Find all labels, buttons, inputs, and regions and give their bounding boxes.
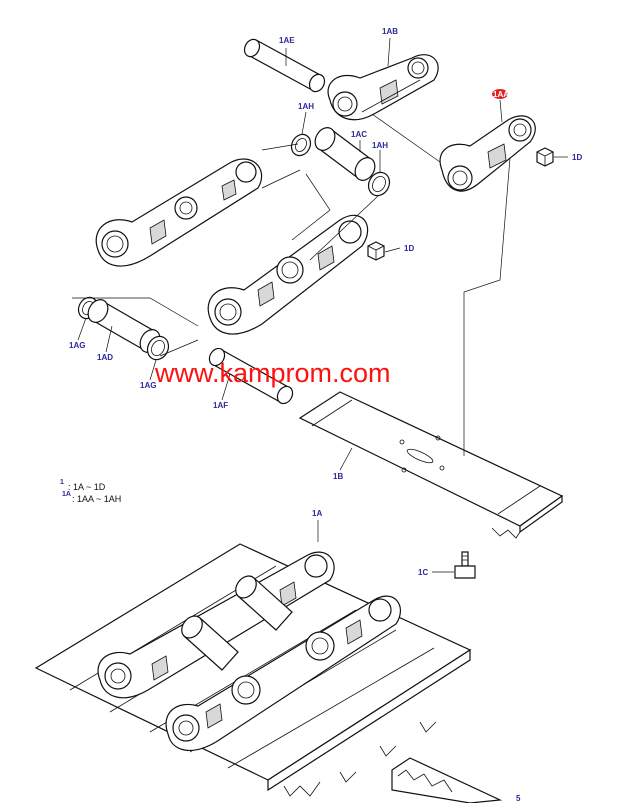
legend-row1-num: 1 <box>60 479 64 486</box>
callout-1ab: 1AB <box>382 27 398 36</box>
seal-1ag-bottom[interactable] <box>144 333 173 364</box>
track-shoe-1b[interactable] <box>298 391 564 539</box>
legend-row2-text: : 1AA ~ 1AH <box>72 494 121 504</box>
legend-row2-num: 1A <box>62 491 71 498</box>
callout-1ah-left: 1AH <box>298 102 314 111</box>
watermark: www.kamprom.com <box>154 358 391 388</box>
callout-1d-mid: 1D <box>404 244 414 253</box>
callout-1c: 1C <box>418 568 428 577</box>
nut-1d-top[interactable] <box>536 147 554 167</box>
callout-1a: 1A <box>312 509 322 518</box>
callout-1aa: 1AA <box>493 90 509 99</box>
callout-1ac: 1AC <box>351 130 367 139</box>
nut-1d-mid[interactable] <box>367 241 385 261</box>
callout-1ad: 1AD <box>97 353 113 362</box>
link-1ab[interactable] <box>327 54 439 121</box>
callout-1ah-right: 1AH <box>372 141 388 150</box>
pin-1af[interactable] <box>206 346 295 407</box>
leader-lines <box>72 37 568 573</box>
callout-5: 5 <box>516 794 521 803</box>
callout-1b: 1B <box>333 472 343 481</box>
legend: 1 : 1A ~ 1D 1A : 1AA ~ 1AH <box>60 479 121 504</box>
bushing-1ac[interactable] <box>311 124 379 184</box>
callout-1ag-left: 1AG <box>69 341 85 350</box>
fragment-part-5 <box>391 757 503 803</box>
pin-1ae[interactable] <box>242 37 328 94</box>
seal-1ah-right[interactable] <box>365 169 394 200</box>
legend-row1-text: : 1A ~ 1D <box>68 482 106 492</box>
callout-1aa-highlight: 1AA <box>492 89 509 99</box>
callout-1ag-bottom: 1AG <box>140 381 156 390</box>
callout-1af: 1AF <box>213 401 228 410</box>
seal-1ah-left[interactable] <box>288 131 314 159</box>
link-center[interactable] <box>207 214 369 335</box>
link-1aa[interactable] <box>439 115 536 192</box>
link-left-upper[interactable] <box>95 158 263 267</box>
bolt-1c[interactable] <box>454 551 476 579</box>
callout-1d-top: 1D <box>572 153 582 162</box>
callout-1ae: 1AE <box>279 36 295 45</box>
track-assembly-1a[interactable] <box>34 543 472 797</box>
